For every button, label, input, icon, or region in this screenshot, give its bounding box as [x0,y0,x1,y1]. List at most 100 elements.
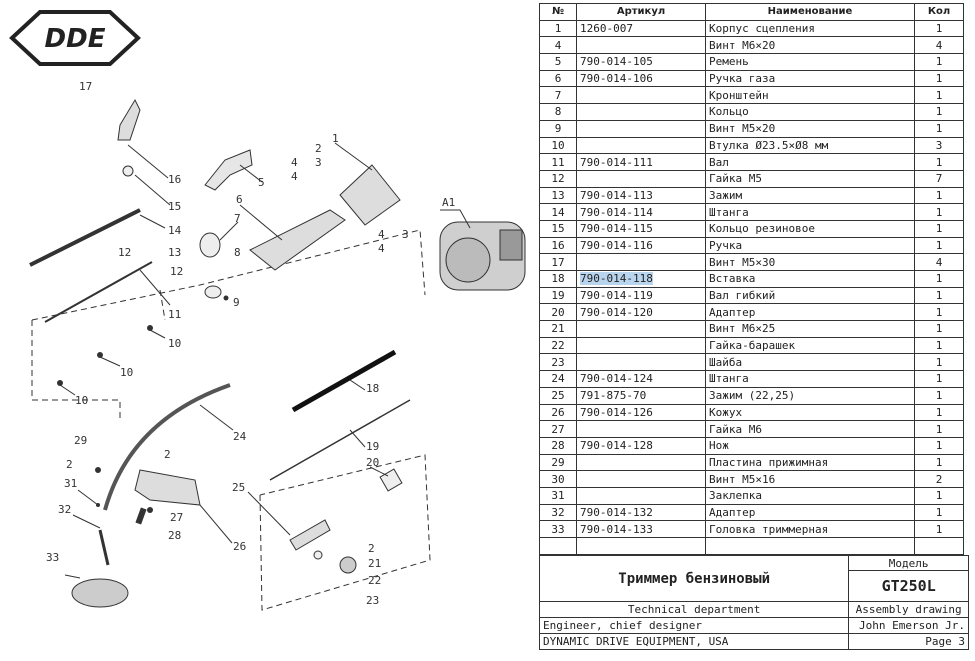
header-qty: Кол [914,3,964,21]
cell-no: 8 [539,103,577,121]
person: John Emerson Jr. [848,617,969,634]
label-12b: 12 [170,265,183,278]
label-7: 7 [234,212,241,225]
cell-article [576,136,706,155]
cell-no: 11 [539,153,577,171]
part-29-plate [95,467,101,473]
cell-article: 790-014-114 [576,203,706,221]
label-4c: 4 [378,228,385,241]
cell-no: 22 [539,336,577,355]
cell-no: 9 [539,119,577,138]
cell-no: 5 [539,53,577,71]
cell-article [576,169,706,188]
cell-no: 24 [539,370,577,388]
table-row-empty [539,537,964,555]
cell-name: Зажим [705,186,915,205]
cell-qty: 1 [914,186,964,205]
cell-qty: 2 [914,470,964,488]
product-name: Триммер бензиновый [538,555,850,602]
cell-qty: 4 [914,253,964,271]
cell-name: Вал гибкий [705,286,915,305]
table-header-row: № Артикул Наименование Кол [539,3,964,21]
cell-article [576,320,706,338]
cell-name: Заклепка [705,486,915,505]
cell-qty: 7 [914,169,964,188]
label-12a: 12 [118,246,131,259]
cell-article: 790-014-124 [576,370,706,388]
cell-article: 790-014-105 [576,53,706,71]
cell-no: 18 [539,270,577,288]
cell-no: 25 [539,386,577,405]
cell-no: 7 [539,86,577,105]
cell-name: Вал [705,153,915,171]
cell-article [576,103,706,121]
cell-article [576,486,706,505]
cell-qty: 1 [914,19,964,38]
part-10-bushing [57,380,63,386]
cell-no: 31 [539,486,577,505]
cell-article: 1260-007 [576,19,706,38]
cell-name: Адаптер [705,503,915,522]
cell-qty: 4 [914,36,964,55]
cell-name: Ремень [705,53,915,71]
part-14-rod [29,208,141,267]
cell-qty: 1 [914,436,964,455]
cell-name: Кольцо резиновое [705,219,915,238]
cell-name: Штанга [705,370,915,388]
header-name: Наименование [705,3,915,21]
part-a1-engine [439,221,526,291]
cell-qty: 1 [914,69,964,88]
cell-no: 13 [539,186,577,205]
cell-qty: 1 [914,270,964,288]
assembly-diagram: DDE [9,10,526,611]
label-5: 5 [258,176,265,189]
cell-qty: 1 [914,370,964,388]
label-28: 28 [168,529,181,542]
label-10c: 10 [75,394,88,407]
label-19: 19 [366,440,379,453]
label-2a: 2 [315,142,322,155]
header-no: № [539,3,577,21]
label-22: 22 [368,574,381,587]
cell-article [576,119,706,138]
logo-text: DDE [45,24,106,54]
cell-name: Винт М5×20 [705,119,915,138]
label-16: 16 [168,173,181,186]
cell-qty: 1 [914,386,964,405]
cell-article: 790-014-113 [576,186,706,205]
cell-no: 6 [539,69,577,88]
cell-qty: 1 [914,453,964,472]
part-24-tube [103,383,231,511]
label-18: 18 [366,382,379,395]
cell-name: Шайба [705,353,915,372]
part-7-bracket [199,232,221,258]
label-3b: 3 [402,228,409,241]
cell-name: Ручка [705,236,915,255]
cell-article: 790-014-128 [576,436,706,455]
cell-name: Штанга [705,203,915,221]
cell-no: 17 [539,253,577,271]
cell-name: Нож [705,436,915,455]
cell-name: Винт М6×25 [705,320,915,338]
cell-qty: 1 [914,103,964,121]
cell-article: 790-014-119 [576,286,706,305]
part-9-screw [223,295,229,301]
cell-no: 10 [539,136,577,155]
label-9: 9 [233,296,240,309]
assembly-outline [31,229,431,611]
part-32-adapter [98,529,110,566]
cell-no: 27 [539,420,577,438]
highlighted-article[interactable]: 790-014-118 [580,272,653,286]
